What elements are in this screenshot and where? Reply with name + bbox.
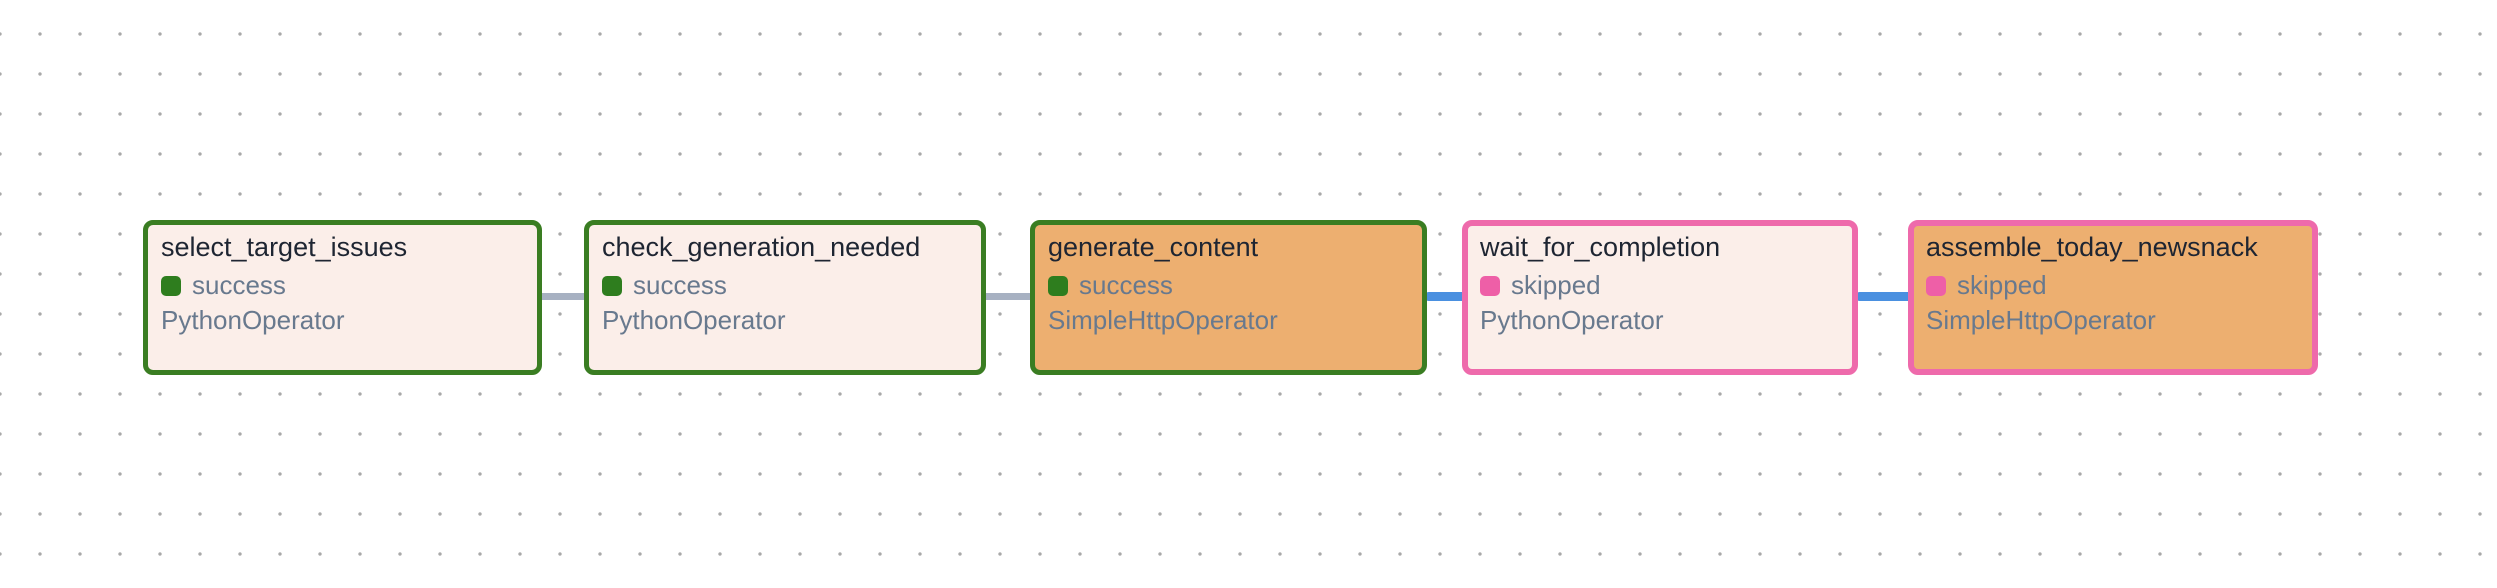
task-status-row: skipped bbox=[1926, 270, 2300, 301]
task-title: assemble_today_newsnack bbox=[1926, 232, 2258, 262]
task-operator-label: SimpleHttpOperator bbox=[1048, 305, 1278, 336]
task-status-label: skipped bbox=[1957, 270, 2047, 301]
skipped-status-icon bbox=[1926, 275, 1946, 296]
task-title: select_target_issues bbox=[161, 232, 408, 262]
task-node-check-generation-needed[interactable]: check_generation_needed success PythonOp… bbox=[584, 220, 986, 375]
task-status-label: skipped bbox=[1511, 270, 1601, 301]
task-status-row: success bbox=[1048, 270, 1409, 301]
edge-generate-content-to-wait-for-completion bbox=[1424, 292, 1470, 301]
task-node-generate-content[interactable]: generate_content success SimpleHttpOpera… bbox=[1030, 220, 1427, 375]
skipped-status-icon bbox=[1480, 275, 1500, 296]
task-node-select-target-issues[interactable]: select_target_issues success PythonOpera… bbox=[143, 220, 542, 375]
edge-wait-for-completion-to-assemble-today-newsnack bbox=[1855, 292, 1913, 301]
task-status-row: success bbox=[602, 270, 968, 301]
task-operator-label: PythonOperator bbox=[602, 305, 786, 336]
task-operator-label: PythonOperator bbox=[1480, 305, 1664, 336]
task-title: generate_content bbox=[1048, 232, 1259, 262]
edge-select-target-issues-to-check-generation-needed bbox=[538, 293, 588, 300]
task-status-label: success bbox=[192, 270, 286, 301]
task-title: wait_for_completion bbox=[1480, 232, 1721, 262]
edge-check-generation-needed-to-generate-content bbox=[982, 293, 1034, 300]
success-status-icon bbox=[602, 275, 622, 296]
task-title: check_generation_needed bbox=[602, 232, 921, 262]
task-status-label: success bbox=[633, 270, 727, 301]
success-status-icon bbox=[1048, 275, 1068, 296]
success-status-icon bbox=[161, 275, 181, 296]
task-node-assemble-today-newsnack[interactable]: assemble_today_newsnack skipped SimpleHt… bbox=[1908, 220, 2318, 375]
task-status-row: skipped bbox=[1480, 270, 1840, 301]
task-operator-label: PythonOperator bbox=[161, 305, 345, 336]
task-status-label: success bbox=[1079, 270, 1173, 301]
task-status-row: success bbox=[161, 270, 524, 301]
task-node-wait-for-completion[interactable]: wait_for_completion skipped PythonOperat… bbox=[1462, 220, 1858, 375]
task-operator-label: SimpleHttpOperator bbox=[1926, 305, 2156, 336]
